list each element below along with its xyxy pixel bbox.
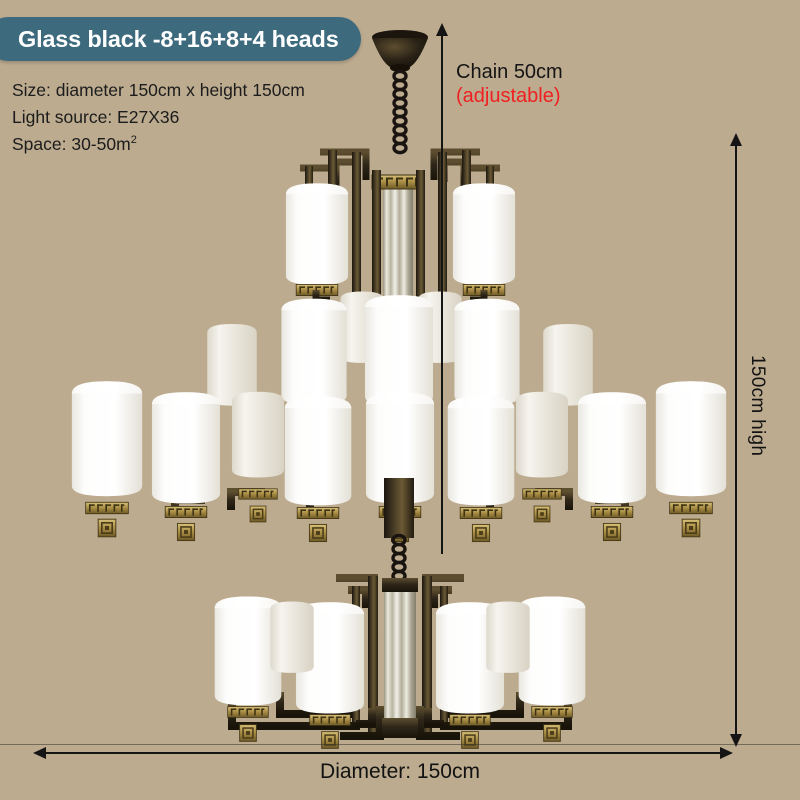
- spec-space-superscript: 2: [130, 134, 137, 147]
- spec-light-source: Light source: E27X36: [12, 107, 180, 127]
- chain-dimension-arrow: [436, 23, 448, 554]
- arrow-up-icon: [729, 133, 742, 146]
- center-glass-column-bottom: [384, 592, 416, 722]
- spec-space: Space: 30-50m2: [12, 134, 137, 155]
- lamp-head: [577, 392, 647, 504]
- lamp-head: [270, 601, 314, 673]
- lamp-head: [285, 183, 349, 286]
- lamp-head: [231, 391, 285, 478]
- arrow-down-icon: [729, 734, 742, 747]
- tier-middle: [71, 295, 727, 543]
- lamp-head: [515, 391, 569, 478]
- lamp-head: [281, 298, 347, 406]
- page-title: Glass black -8+16+8+4 heads: [18, 25, 339, 52]
- suspension-chain-middle: [391, 533, 407, 583]
- lamp-head: [151, 392, 221, 504]
- lamp-head: [364, 295, 434, 407]
- spec-space-text: Space: 30-50m: [12, 134, 131, 154]
- suspension-chain-top: [392, 69, 408, 155]
- lamp-head: [655, 381, 727, 497]
- lamp-head: [284, 396, 352, 506]
- lamp-head: [447, 396, 515, 506]
- arrow-right-icon: [720, 746, 733, 759]
- height-label: 150cm high: [747, 355, 768, 457]
- bottom-divider: [0, 744, 800, 746]
- tier-bottom: [214, 574, 586, 750]
- chain-adjustable-label: (adjustable): [456, 85, 561, 107]
- lamp-head: [71, 381, 143, 497]
- diameter-dimension-arrow: [33, 746, 733, 759]
- chain-length-label: Chain 50cm: [456, 61, 563, 83]
- height-dimension-arrow: [729, 133, 742, 747]
- ceiling-canopy: [372, 30, 428, 72]
- spec-size: Size: diameter 150cm x height 150cm: [12, 80, 305, 100]
- diameter-label: Diameter: 150cm: [320, 760, 480, 783]
- lamp-head: [486, 601, 530, 673]
- arrow-up-icon: [436, 23, 448, 36]
- lamp-head: [452, 183, 516, 286]
- arrow-left-icon: [33, 746, 46, 759]
- lamp-head: [454, 298, 520, 406]
- chain-annotation: Chain 50cm (adjustable): [456, 60, 563, 108]
- product-title-banner: Glass black -8+16+8+4 heads: [0, 17, 361, 61]
